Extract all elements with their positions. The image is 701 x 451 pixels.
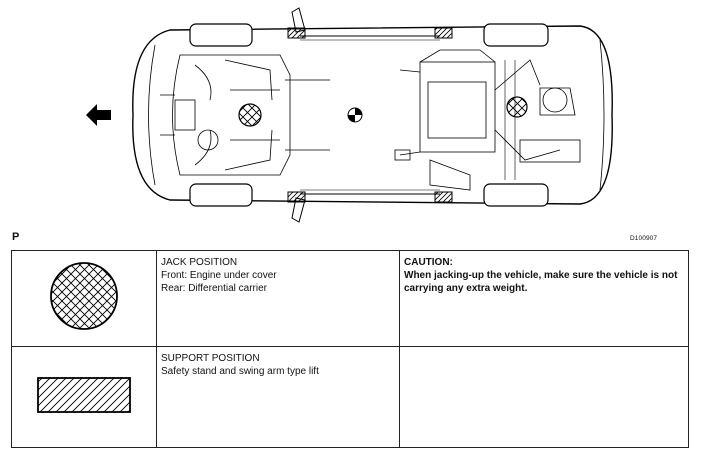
support-line: Safety stand and swing arm type lift xyxy=(161,366,319,377)
left-arrow-icon xyxy=(86,104,111,126)
legend-table: JACK POSITION Front: Engine under cover … xyxy=(11,250,689,448)
support-position-title: SUPPORT POSITION xyxy=(161,353,260,364)
jack-front-line: Front: Engine under cover xyxy=(161,270,277,281)
caution-text: When jacking-up the vehicle, make sure t… xyxy=(404,270,678,294)
jack-rear-line: Rear: Differential carrier xyxy=(161,283,267,294)
legend-row-support: SUPPORT POSITION Safety stand and swing … xyxy=(11,346,689,448)
empty-note-cell xyxy=(399,346,689,448)
support-description-cell: SUPPORT POSITION Safety stand and swing … xyxy=(156,346,400,448)
cross-hatched-circle-icon xyxy=(50,262,118,330)
jack-description-cell: JACK POSITION Front: Engine under cover … xyxy=(156,250,400,347)
diagonal-hatched-rectangle-icon xyxy=(37,376,131,413)
view-label: P xyxy=(12,231,20,243)
support-points xyxy=(287,27,453,203)
figure-code: D100907 xyxy=(630,235,658,242)
jack-symbol-cell xyxy=(11,250,157,347)
caution-title: CAUTION: xyxy=(404,257,453,268)
legend-row-jack: JACK POSITION Front: Engine under cover … xyxy=(11,250,689,347)
jack-position-title: JACK POSITION xyxy=(161,257,238,268)
wheels xyxy=(189,23,549,207)
front-suspension xyxy=(160,54,330,176)
jack-point-front xyxy=(238,103,262,127)
support-symbol-cell xyxy=(11,346,157,448)
vehicle-underside-diagram xyxy=(86,7,613,223)
vehicle-body xyxy=(132,25,613,205)
jack-point-rear xyxy=(506,96,528,118)
rear-suspension xyxy=(394,49,581,191)
caution-cell: CAUTION: When jacking-up the vehicle, ma… xyxy=(399,250,689,347)
center-of-gravity-icon xyxy=(347,107,363,123)
